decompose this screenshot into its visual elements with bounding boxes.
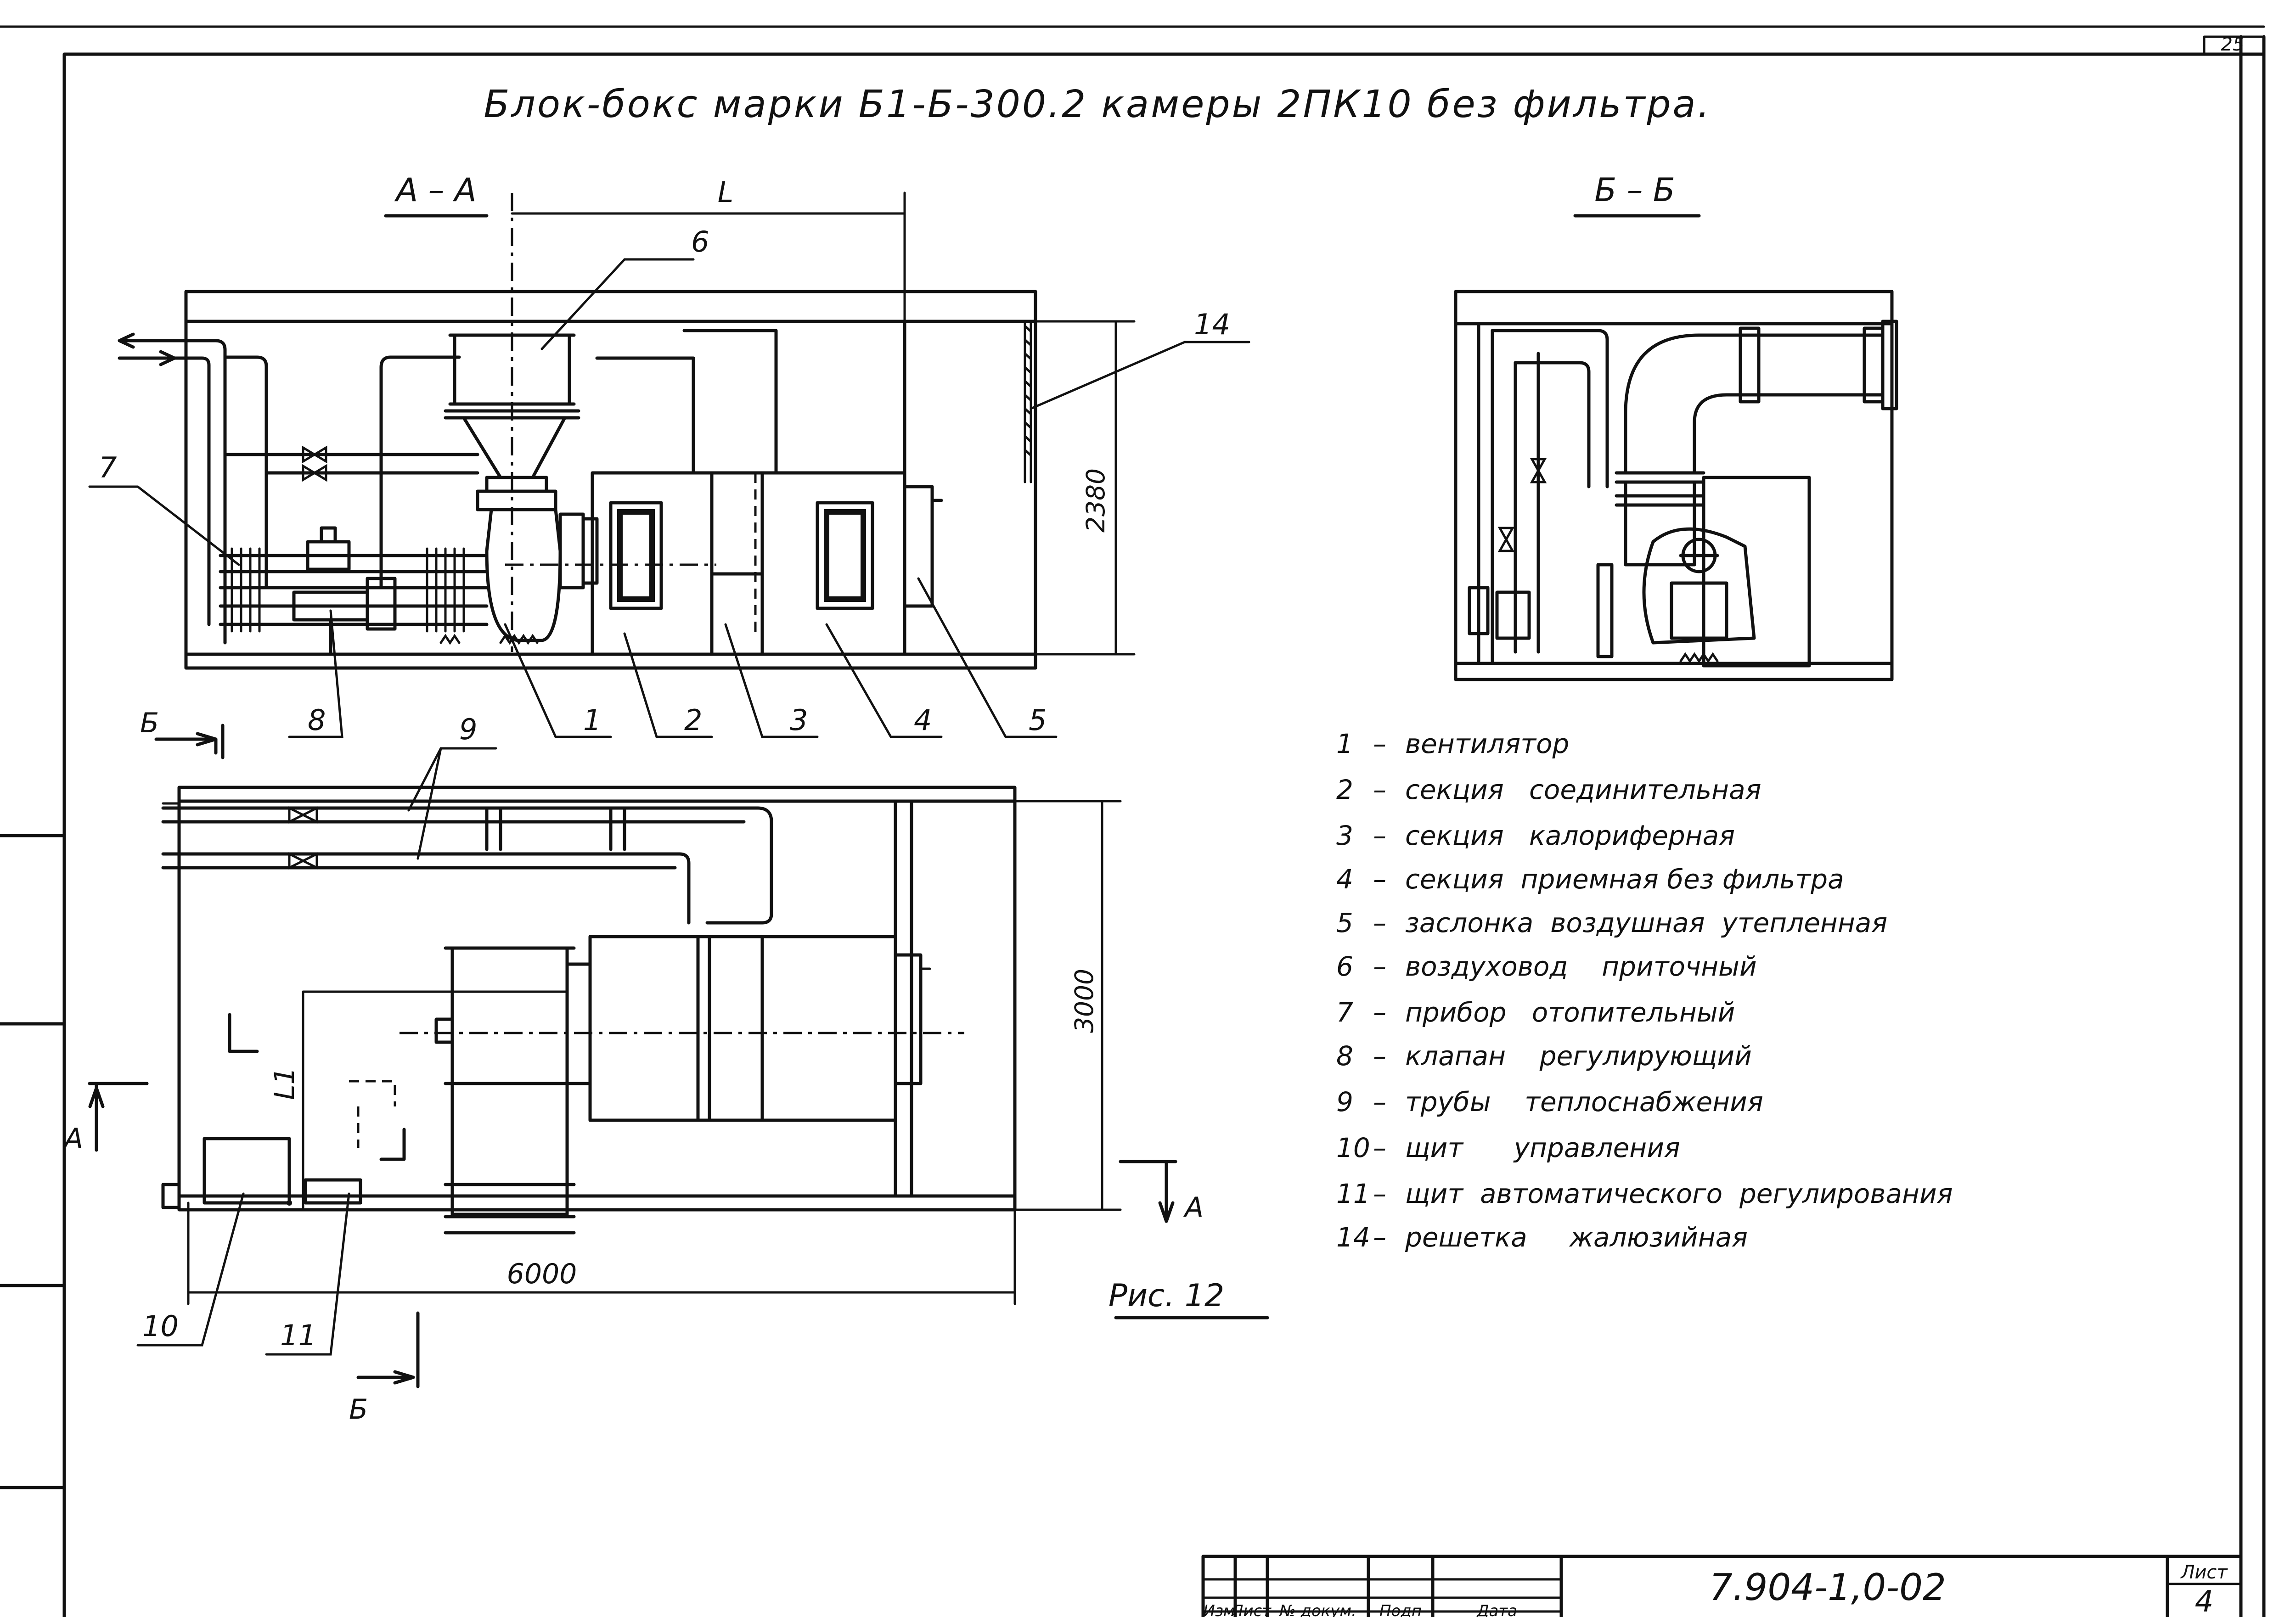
cut-mark-a-right: А bbox=[1183, 1191, 1204, 1224]
legend-item: 7 – прибор отопительный bbox=[1336, 997, 1735, 1028]
legend-text: вентилятор bbox=[1405, 728, 1569, 759]
callout-11: 11 bbox=[280, 1319, 316, 1352]
legend-text: решетка жалюзийная bbox=[1405, 1222, 1748, 1253]
cut-mark-a-left: А bbox=[62, 1123, 83, 1155]
intake-section bbox=[760, 471, 906, 656]
legend-dash: – bbox=[1373, 907, 1386, 938]
view-plan: L1 3000 6000 bbox=[161, 786, 1122, 1305]
legend-text: секция калориферная bbox=[1405, 820, 1735, 851]
legend-num: 1 bbox=[1336, 728, 1353, 759]
callout-1: 1 bbox=[583, 703, 601, 737]
legend-num: 2 bbox=[1336, 774, 1353, 805]
legend-item: 9 – трубы теплоснабжения bbox=[1336, 1086, 1763, 1117]
document-code: 7.904-1,0-02 bbox=[1709, 1566, 1946, 1609]
legend-num: 3 bbox=[1336, 820, 1353, 851]
callout-2: 2 bbox=[684, 703, 702, 737]
auto-panel-11 bbox=[304, 1178, 362, 1205]
legend-dash: – bbox=[1373, 997, 1386, 1028]
callout-8: 8 bbox=[308, 703, 326, 737]
legend-num: 5 bbox=[1336, 907, 1353, 938]
legend-num: 4 bbox=[1336, 864, 1353, 895]
legend-dash: – bbox=[1373, 1132, 1386, 1163]
callouts-plan: 9 10 11 bbox=[136, 713, 497, 1356]
legend-dash: – bbox=[1373, 820, 1386, 851]
callout-10: 10 bbox=[142, 1309, 179, 1343]
view-section-a-a: А – А bbox=[118, 171, 1136, 670]
section-a-a-label: А – А bbox=[394, 171, 476, 209]
legend-text: щит автоматического регулирования bbox=[1405, 1178, 1953, 1209]
drawing-title: Блок-бокс марки Б1-Б-300.2 камеры 2ПК10 … bbox=[484, 83, 1711, 126]
sheet-value: 4 bbox=[2195, 1585, 2214, 1617]
fan-unit bbox=[439, 333, 599, 645]
section-cut-markers: Б А А Б bbox=[62, 707, 1204, 1426]
dim-l-label: L bbox=[718, 175, 734, 209]
callout-5: 5 bbox=[1029, 703, 1047, 737]
title-block: Изм Лист № докум. Подп Дата 7.904-1,0-02… bbox=[1201, 1555, 2243, 1617]
title-block-col-izm: Изм bbox=[1203, 1602, 1235, 1617]
legend-num: 10 bbox=[1336, 1132, 1370, 1163]
sheet-frame bbox=[0, 25, 2266, 1617]
legend-num: 14 bbox=[1336, 1222, 1370, 1253]
legend-dash: – bbox=[1373, 951, 1386, 982]
legend-num: 6 bbox=[1336, 951, 1353, 982]
legend-text: клапан регулирующий bbox=[1405, 1040, 1752, 1072]
legend-text: секция соединительная bbox=[1405, 774, 1761, 805]
figure-caption: Рис. 12 bbox=[1109, 1278, 1224, 1314]
legend-item: 10 – щит управления bbox=[1336, 1132, 1680, 1163]
callout-7: 7 bbox=[99, 451, 117, 484]
legend-dash: – bbox=[1373, 864, 1386, 895]
title-block-col-sign: Подп bbox=[1379, 1602, 1422, 1617]
section-b-b-label: Б – Б bbox=[1594, 171, 1675, 209]
legend-item: 2 – секция соединительная bbox=[1336, 774, 1761, 805]
legend-text: воздуховод приточный bbox=[1405, 951, 1757, 982]
legend-item: 14 – решетка жалюзийная bbox=[1336, 1222, 1748, 1253]
cut-mark-b-bottom: Б bbox=[349, 1393, 368, 1426]
view-section-b-b: Б – Б bbox=[1454, 171, 1898, 681]
sheet-label: Лист bbox=[2180, 1562, 2228, 1583]
control-panel-10 bbox=[203, 1137, 291, 1205]
legend-dash: – bbox=[1373, 1178, 1386, 1209]
heater-coil bbox=[219, 547, 489, 633]
sheet-number: 25 bbox=[2221, 34, 2245, 55]
legend-dash: – bbox=[1373, 774, 1386, 805]
callout-6: 6 bbox=[691, 225, 709, 258]
dim-length-label: 6000 bbox=[507, 1258, 577, 1290]
air-damper bbox=[903, 485, 934, 608]
title-block-col-doc: № докум. bbox=[1278, 1602, 1356, 1617]
legend-text: прибор отопительный bbox=[1405, 997, 1735, 1028]
callout-9: 9 bbox=[459, 713, 477, 746]
legend-num: 9 bbox=[1336, 1086, 1353, 1117]
legend-item: 3 – секция калориферная bbox=[1336, 820, 1735, 851]
title-block-col-date: Дата bbox=[1476, 1602, 1517, 1617]
legend-item: 6 – воздуховод приточный bbox=[1336, 951, 1757, 982]
legend-dash: – bbox=[1373, 1086, 1386, 1117]
legend-text: щит управления bbox=[1405, 1132, 1680, 1163]
legend-item: 1 – вентилятор bbox=[1336, 728, 1569, 759]
legend-text: трубы теплоснабжения bbox=[1405, 1086, 1763, 1117]
legend-item: 4 – секция приемная без фильтра bbox=[1336, 864, 1844, 895]
legend-text: секция приемная без фильтра bbox=[1405, 864, 1844, 895]
dim-l1-label: L1 bbox=[269, 1067, 301, 1100]
legend: 1 – вентилятор 2 – секция соединительная… bbox=[1336, 728, 1953, 1253]
legend-num: 7 bbox=[1336, 997, 1353, 1028]
legend-num: 11 bbox=[1336, 1178, 1370, 1209]
callout-3: 3 bbox=[790, 703, 808, 737]
legend-dash: – bbox=[1373, 728, 1386, 759]
dim-height-label: 2380 bbox=[1081, 468, 1110, 533]
callout-4: 4 bbox=[914, 703, 932, 737]
cut-mark-b-top: Б bbox=[140, 707, 159, 739]
legend-text: заслонка воздушная утепленная bbox=[1405, 907, 1887, 938]
section-box-plan bbox=[588, 935, 764, 1122]
legend-item: 11 – щит автоматического регулирования bbox=[1336, 1178, 1953, 1209]
dim-width-label: 3000 bbox=[1069, 969, 1099, 1033]
legend-num: 8 bbox=[1336, 1040, 1353, 1072]
callouts-a-a: 6 14 7 8 1 2 3 4 5 bbox=[88, 225, 1250, 738]
legend-dash: – bbox=[1373, 1222, 1386, 1253]
callout-14: 14 bbox=[1194, 308, 1230, 341]
legend-dash: – bbox=[1373, 1040, 1386, 1072]
legend-item: 5 – заслонка воздушная утепленная bbox=[1336, 907, 1887, 938]
legend-item: 8 – клапан регулирующий bbox=[1336, 1040, 1752, 1072]
title-block-col-list: Лист bbox=[1231, 1602, 1272, 1617]
